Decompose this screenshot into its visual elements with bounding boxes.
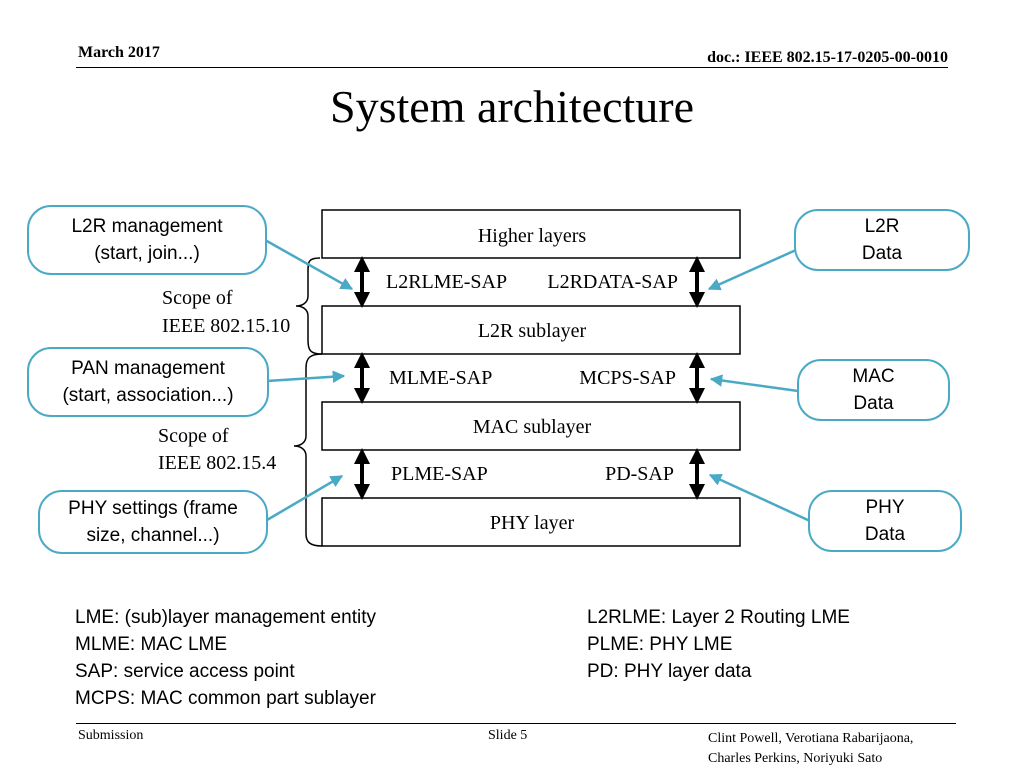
phy-data-pointer bbox=[708, 473, 811, 523]
l2r-data-line1: L2R bbox=[864, 216, 900, 237]
legend-left: LME: (sub)layer management entity MLME: … bbox=[75, 604, 376, 712]
legend-item: MCPS: MAC common part sublayer bbox=[75, 688, 376, 709]
scope-802-15-4-line2: IEEE 802.15.4 bbox=[158, 452, 276, 474]
phy-settings-line2: size, channel...) bbox=[86, 525, 220, 546]
phy-data-line1: PHY bbox=[865, 497, 905, 518]
phy-settings-line1: PHY settings (frame bbox=[68, 498, 238, 519]
header-doc-id: doc.: IEEE 802.15-17-0205-00-0010 bbox=[707, 49, 948, 66]
l2r-management-line2: (start, join...) bbox=[94, 243, 200, 264]
pd-sap-label: PD-SAP bbox=[605, 463, 674, 485]
phy-settings-pointer bbox=[266, 474, 344, 522]
scope-802-15-4-line1: Scope of bbox=[158, 425, 229, 447]
mac-data-line2: Data bbox=[853, 393, 894, 414]
legend-item: L2RLME: Layer 2 Routing LME bbox=[587, 607, 850, 628]
footer-rule bbox=[76, 723, 956, 724]
mcps-sap-label: MCPS-SAP bbox=[579, 367, 676, 389]
l2r-management-callout: L2R management (start, join...) bbox=[27, 205, 267, 275]
plme-sap-label: PLME-SAP bbox=[391, 463, 488, 485]
mac-sublayer-label: MAC sublayer bbox=[473, 416, 592, 438]
mac-data-pointer bbox=[709, 374, 799, 393]
l2r-data-callout: L2R Data bbox=[794, 209, 970, 271]
legend-item: SAP: service access point bbox=[75, 661, 295, 682]
l2r-management-pointer bbox=[264, 238, 354, 291]
footer-authors-line1: Clint Powell, Verotiana Rabarijaona, bbox=[708, 731, 914, 746]
phy-data-line2: Data bbox=[864, 524, 906, 545]
legend-item: MLME: MAC LME bbox=[75, 634, 228, 655]
l2r-management-line1: L2R management bbox=[71, 216, 223, 237]
scope-802-15-10-brace bbox=[295, 257, 323, 355]
pan-management-callout: PAN management (start, association...) bbox=[27, 347, 269, 417]
legend-item: LME: (sub)layer management entity bbox=[75, 607, 376, 628]
scope-802-15-10-line2: IEEE 802.15.10 bbox=[162, 315, 290, 337]
footer-authors-line2: Charles Perkins, Noriyuki Sato bbox=[708, 751, 883, 766]
footer-authors: Clint Powell, Verotiana Rabarijaona, Cha… bbox=[708, 729, 913, 769]
slide-title: System architecture bbox=[329, 81, 695, 132]
l2rdata-sap-label: L2RDATA-SAP bbox=[547, 271, 678, 293]
header-date: March 2017 bbox=[78, 44, 160, 61]
higher-layers-label: Higher layers bbox=[478, 225, 587, 247]
phy-layer-label: PHY layer bbox=[490, 512, 575, 534]
l2r-data-line2: Data bbox=[861, 243, 903, 264]
header-rule bbox=[76, 67, 948, 68]
l2r-sublayer-box bbox=[321, 305, 741, 355]
l2r-sublayer-label: L2R sublayer bbox=[478, 320, 587, 342]
pan-management-line2: (start, association...) bbox=[62, 385, 234, 406]
phy-data-callout: PHY Data bbox=[808, 490, 962, 552]
pan-management-pointer bbox=[266, 370, 346, 383]
footer-slide-number: Slide 5 bbox=[488, 728, 528, 743]
scope-802-15-10-line1: Scope of bbox=[162, 287, 233, 309]
mlme-sap-label: MLME-SAP bbox=[389, 367, 492, 389]
legend-right: L2RLME: Layer 2 Routing LME PLME: PHY LM… bbox=[587, 604, 850, 685]
phy-layer-box bbox=[321, 497, 741, 547]
higher-layers-box bbox=[321, 209, 741, 259]
l2rlme-sap-label: L2RLME-SAP bbox=[386, 271, 507, 293]
scope-802-15-4-brace bbox=[293, 353, 323, 547]
mac-data-callout: MAC Data bbox=[797, 359, 950, 421]
legend-item: PD: PHY layer data bbox=[587, 661, 752, 682]
l2r-data-pointer bbox=[707, 248, 797, 291]
pan-management-line1: PAN management bbox=[71, 358, 225, 379]
mac-sublayer-box bbox=[321, 401, 741, 451]
mac-data-line1: MAC bbox=[852, 366, 895, 387]
phy-settings-callout: PHY settings (frame size, channel...) bbox=[38, 490, 268, 554]
footer-submission: Submission bbox=[78, 728, 144, 743]
legend-item: PLME: PHY LME bbox=[587, 634, 733, 655]
